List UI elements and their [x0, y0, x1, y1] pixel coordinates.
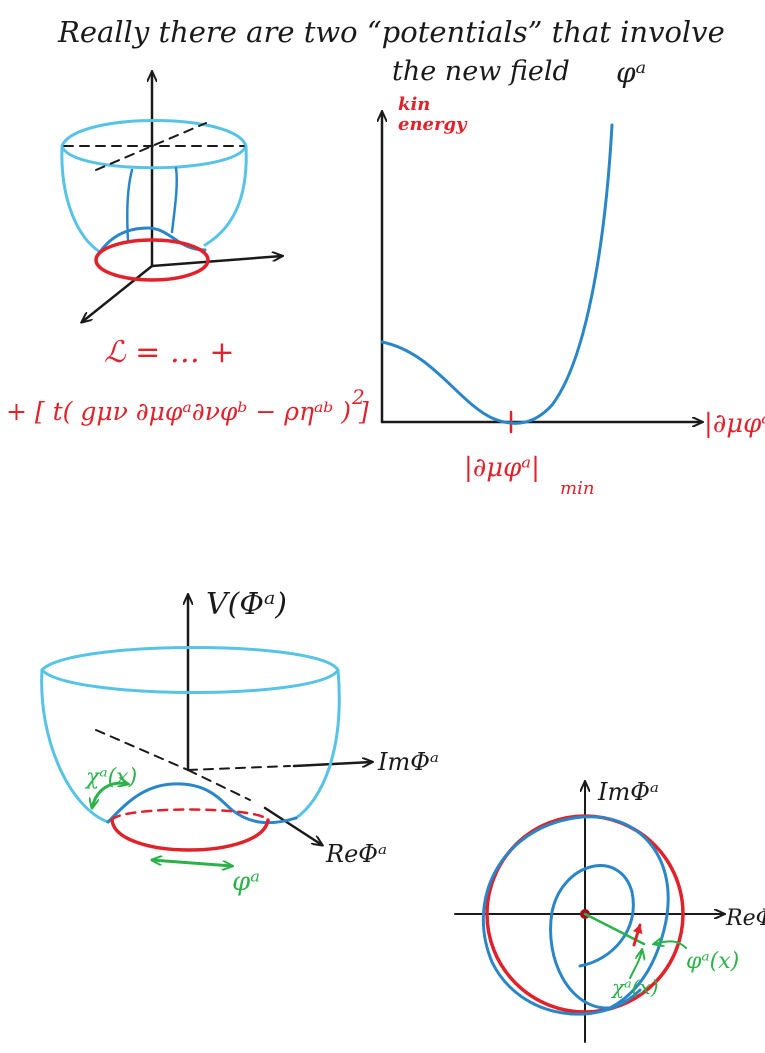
field-trajectory-inner: [549, 864, 635, 1010]
v-axis-label: V(Φᵃ): [206, 587, 287, 622]
title-field-symbol: φᵃ: [616, 56, 646, 89]
hat-inner-wall-2: [170, 166, 179, 234]
back-dashed: [95, 729, 189, 771]
mexican-hat-3d-sketch: [60, 72, 282, 322]
bowl-rim-front: [40, 668, 340, 694]
ke-ylabel-line1: kin: [398, 94, 430, 115]
bowl-ring-back: [110, 808, 270, 822]
phi-label: φᵃ: [232, 867, 260, 897]
bowl-rim-back: [40, 646, 340, 672]
phi-pointer-arrow: [654, 941, 687, 949]
re-axis-arrow: [263, 806, 322, 845]
im-axis-arrow: [292, 762, 372, 766]
lagrangian-exponent: 2: [351, 385, 365, 409]
cp-phi-label: φᵃ(x): [686, 949, 739, 974]
complex-plane-plot: [454, 782, 724, 1043]
re-axis-label: ReΦᵃ: [325, 840, 387, 868]
im-axis-label: ImΦᵃ: [377, 748, 439, 776]
ke-xlabel: |∂μφᵃ|: [704, 409, 765, 439]
chi-pointer-arrow: [629, 950, 642, 979]
hat-right-side: [203, 144, 248, 247]
title-line-2: the new field: [392, 56, 570, 87]
depth-axis: [82, 264, 154, 322]
hat-left-side: [60, 144, 102, 254]
lagrangian-line-2: + [ t( gμν ∂μφᵃ∂νφᵇ − ρηᵃᵇ ) ]: [6, 397, 369, 426]
red-radial-arrow: [632, 923, 643, 947]
chi-label: χᵃ(x): [84, 765, 137, 790]
ke-min-subscript: min: [560, 478, 594, 499]
bowl-ring-front: [110, 818, 270, 852]
kinetic-energy-plot: [380, 112, 702, 434]
hat-inner-wall-1: [125, 168, 134, 242]
phi-double-arrow: [150, 860, 232, 866]
bowl-inner-bump: [106, 782, 298, 825]
ke-min-label: |∂μφᵃ|: [464, 453, 540, 483]
potential-bowl-3d: [40, 595, 372, 866]
cp-im-label: ImΦᵃ: [597, 778, 659, 806]
title-line-1: Really there are two “potentials” that i…: [57, 15, 725, 49]
hat-rim-back: [60, 119, 248, 148]
bowl-right-side: [294, 668, 341, 820]
bowl-left-side: [40, 668, 110, 824]
lagrangian-line-1: ℒ = … +: [104, 335, 235, 370]
ke-curve: [380, 123, 614, 425]
ke-ylabel-line2: energy: [398, 114, 468, 135]
minimum-ring: [94, 238, 210, 282]
re-axis-dashed: [187, 769, 251, 801]
cp-chi-label: χᵃ(x): [610, 975, 659, 999]
im-axis-dashed: [187, 765, 291, 771]
horizontal-axis: [150, 256, 282, 268]
green-radius: [583, 912, 646, 946]
hat-rim-front: [60, 144, 248, 170]
cp-re-label: ReΦ: [725, 906, 765, 931]
chi-curved-arrow: [92, 783, 128, 808]
rim-dashed-depth: [95, 122, 207, 171]
